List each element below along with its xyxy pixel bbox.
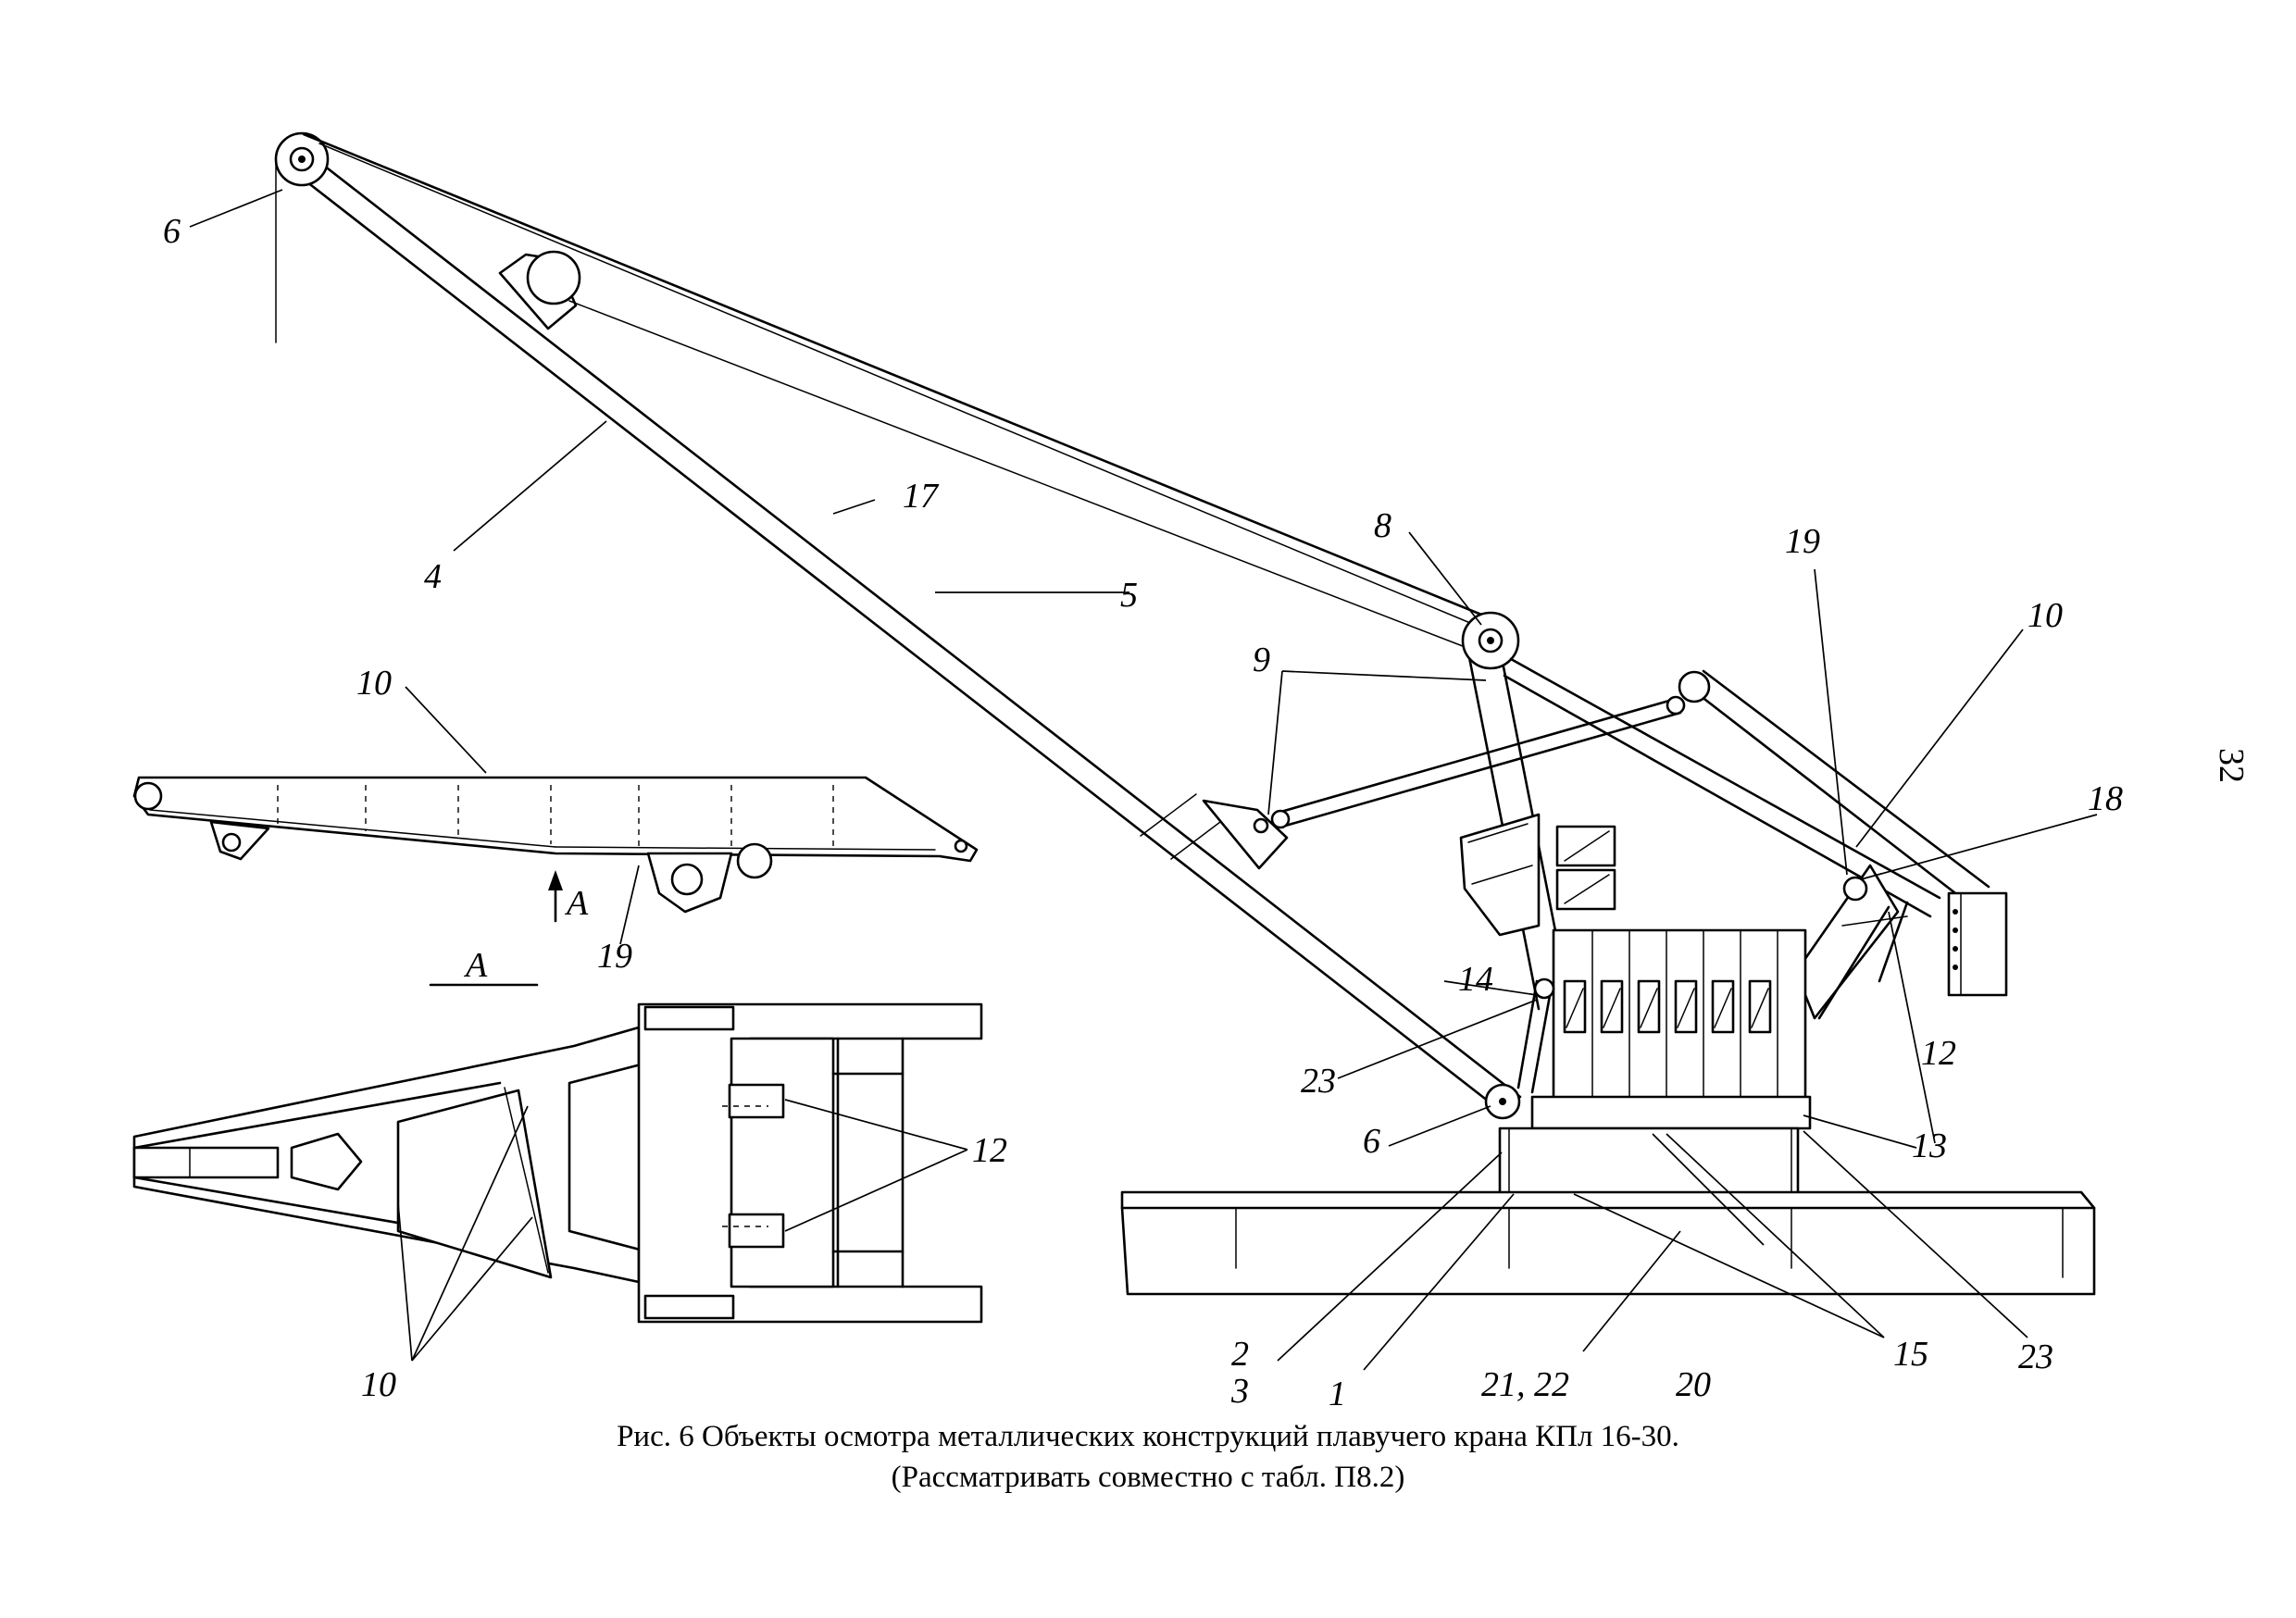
machine-house <box>1530 928 1812 1130</box>
callout-23-right: 23 <box>2018 1338 2053 1376</box>
view-a-title: A <box>463 946 488 985</box>
crane-main-view <box>274 131 2096 1296</box>
boom-head-sheave <box>274 131 330 343</box>
callout-13: 13 <box>1912 1126 1947 1165</box>
callout-9: 9 <box>1253 641 1270 679</box>
callout-5: 5 <box>1120 576 1138 615</box>
callout-10-mid: 10 <box>356 664 392 703</box>
callout-2: 2 <box>1231 1335 1249 1374</box>
boom-foot <box>1484 977 1555 1120</box>
lever-side-view <box>132 776 979 923</box>
callout-10-right: 10 <box>2028 596 2063 635</box>
callout-17: 17 <box>903 477 940 516</box>
boom-guide-sheave <box>498 250 1480 653</box>
arrow-a-label: A <box>564 884 589 923</box>
house-windows <box>1563 979 1772 1034</box>
callout-8: 8 <box>1374 506 1391 545</box>
callout-12-view: 12 <box>972 1131 1007 1170</box>
callout-20: 20 <box>1676 1365 1711 1404</box>
callout-15: 15 <box>1893 1335 1928 1374</box>
callout-14: 14 <box>1458 960 1493 999</box>
callout-6-top: 6 <box>163 212 181 251</box>
boom-hoist-ropes <box>302 132 1492 629</box>
callout-21-22: 21, 22 <box>1481 1365 1569 1404</box>
figure-caption-line1: Рис. 6 Объекты осмотра металлических кон… <box>617 1420 1679 1453</box>
callout-19-mid: 19 <box>597 937 632 976</box>
page-number: 32 <box>2212 748 2251 783</box>
leader-lines <box>189 189 2098 1371</box>
operator-cabin <box>1459 813 1616 937</box>
callout-4: 4 <box>424 557 442 596</box>
callout-19-top: 19 <box>1785 522 1820 561</box>
callout-12-right: 12 <box>1921 1034 1956 1073</box>
callout-10-view: 10 <box>361 1365 396 1404</box>
callout-3: 3 <box>1230 1372 1249 1411</box>
boom <box>276 157 1522 1103</box>
callout-23-left: 23 <box>1301 1062 1336 1101</box>
callout-6-bottom: 6 <box>1363 1122 1380 1161</box>
counterweight <box>1947 891 2008 997</box>
figure-caption-line2: (Рассматривать совместно с табл. П8.2) <box>891 1461 1405 1494</box>
pontoon <box>1120 1190 2096 1296</box>
callout-labels: 6 4 17 5 8 9 19 10 18 14 23 6 12 13 23 1… <box>163 212 2251 1413</box>
tie-rod <box>1270 695 1686 829</box>
callout-18: 18 <box>2088 779 2123 818</box>
counterweight-lever <box>1678 669 1990 1020</box>
callout-1: 1 <box>1329 1375 1346 1413</box>
view-a-plan <box>132 983 983 1324</box>
